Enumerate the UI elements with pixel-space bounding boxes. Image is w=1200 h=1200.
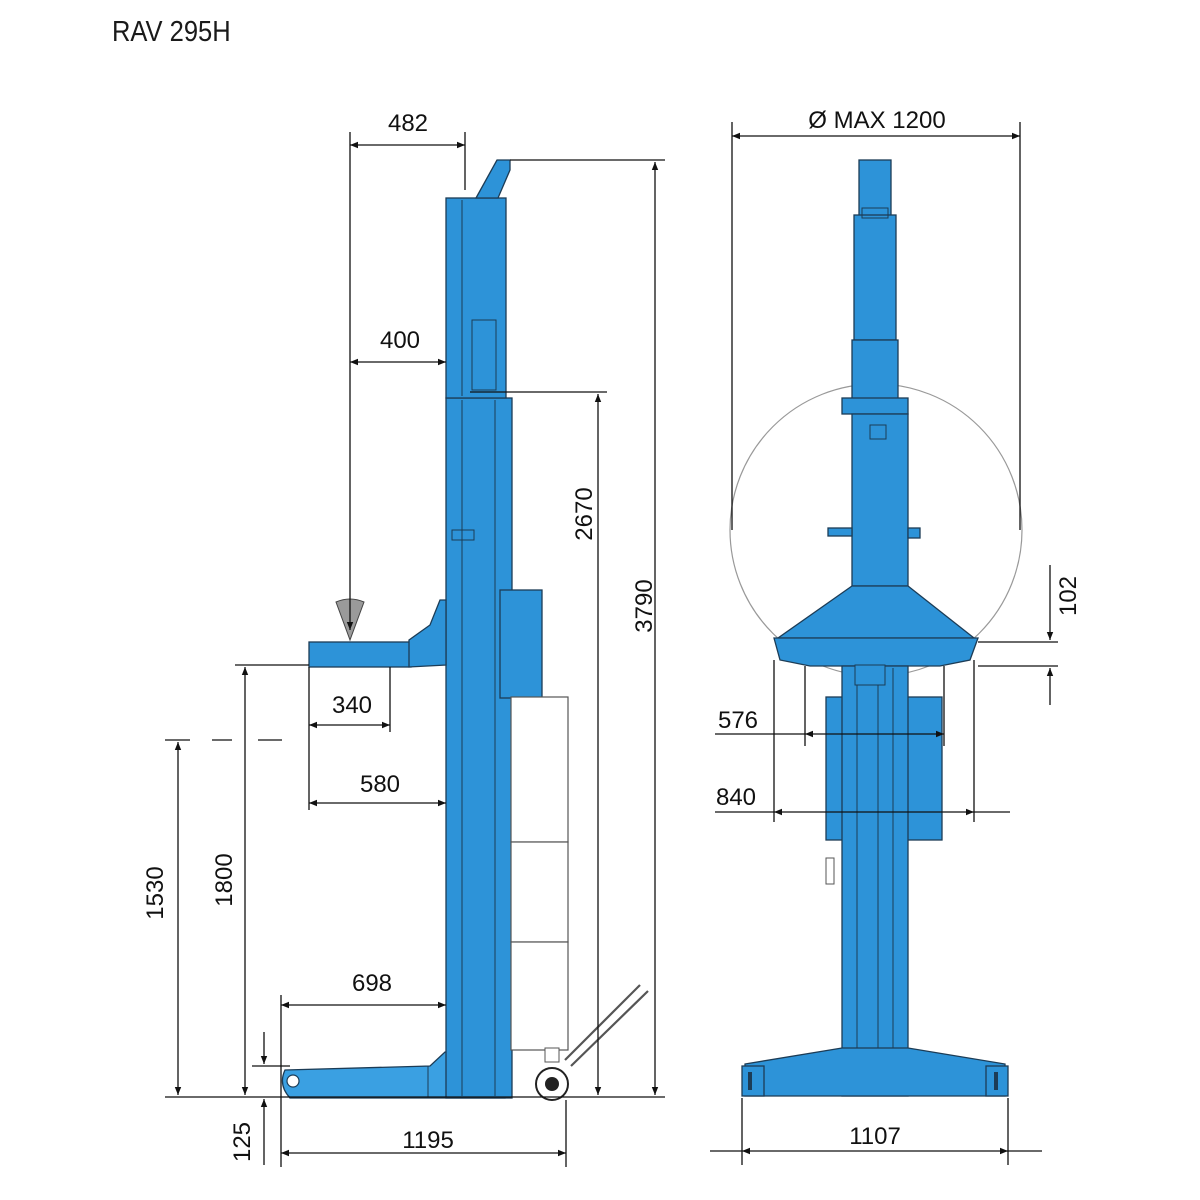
front-base [744, 1047, 1006, 1097]
front-lower-column [841, 665, 909, 1097]
dim-400: 400 [380, 327, 420, 354]
dim-1107: 1107 [849, 1123, 901, 1150]
front-fork-base [773, 637, 979, 667]
dim-576: 576 [718, 707, 758, 734]
side-main-column [445, 397, 513, 1099]
side-view [281, 159, 649, 1101]
front-mid-column [851, 339, 899, 401]
front-top-column [858, 159, 892, 223]
dim-1800: 1800 [211, 853, 238, 906]
dim-3790: 3790 [631, 579, 658, 632]
dim-580: 580 [360, 771, 400, 798]
side-top-bracket [474, 159, 511, 199]
front-view-dimensions: Ø MAX 1200 102 576 840 1107 [710, 107, 1082, 1165]
side-motor-box [499, 589, 543, 699]
side-cabinet-top [510, 696, 569, 843]
dim-1195: 1195 [402, 1127, 454, 1154]
side-cabinet-middle [510, 841, 569, 943]
page-title: RAV 295H [112, 16, 231, 48]
front-view [729, 159, 1023, 1097]
front-carriage [851, 413, 909, 587]
side-view-dimensions: 482 400 3790 2670 1800 1530 340 580 698 [142, 110, 665, 1167]
side-fork-bracket [408, 599, 447, 668]
side-lifting-fork [308, 641, 412, 668]
dim-340: 340 [332, 692, 372, 719]
dim-2670: 2670 [571, 487, 598, 540]
side-cabinet-bottom [510, 941, 569, 1051]
dim-840: 840 [716, 784, 756, 811]
dim-125: 125 [229, 1122, 256, 1162]
dim-102: 102 [1055, 576, 1082, 616]
dim-482: 482 [388, 110, 428, 137]
front-collar [841, 397, 909, 415]
front-left-wheel [741, 1065, 765, 1097]
dim-1530: 1530 [142, 866, 169, 919]
front-upper-column [853, 214, 897, 341]
dim-698: 698 [352, 970, 392, 997]
dim-max-1200: Ø MAX 1200 [808, 107, 945, 134]
side-upper-column [445, 197, 507, 399]
front-fork-plate [775, 585, 976, 639]
